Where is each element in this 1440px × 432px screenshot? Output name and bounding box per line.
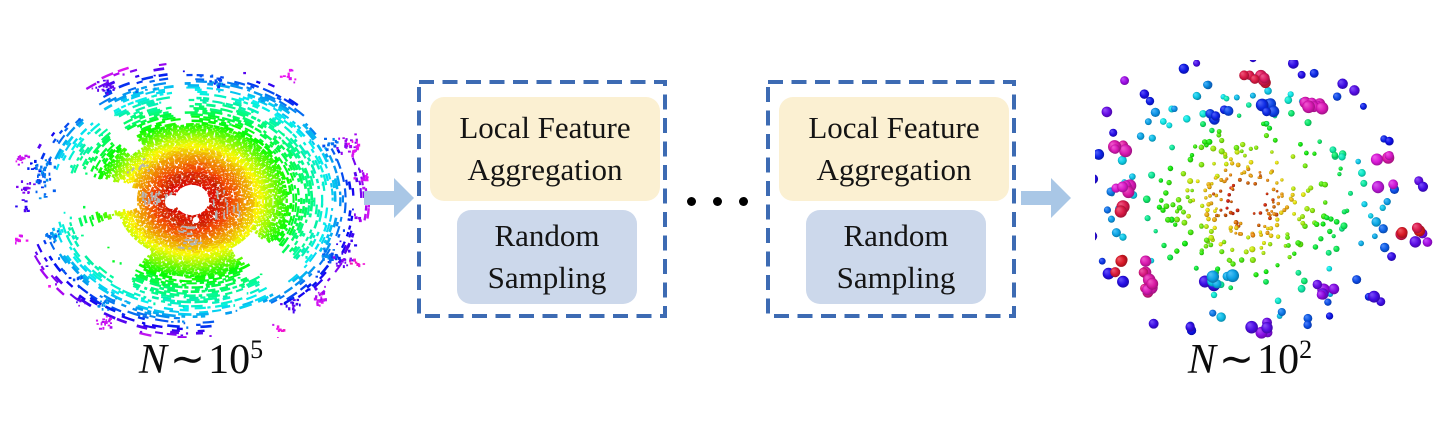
stage-dashed-border	[417, 80, 667, 318]
input-count-label: N∼105	[91, 334, 311, 384]
input-point-cloud	[15, 58, 370, 338]
stage-dashed-border	[766, 80, 1016, 318]
right-arrow-icon	[1021, 178, 1071, 218]
random-sampling-block: Random Sampling	[457, 210, 637, 304]
ellipsis-dot	[713, 197, 722, 206]
n-symbol: N	[1187, 337, 1216, 383]
right-arrow-icon	[364, 178, 414, 218]
n-symbol: N	[138, 337, 167, 383]
flow-arrow-2	[1021, 178, 1071, 218]
local-feature-aggregation-block: Local Feature Aggregation	[430, 97, 660, 201]
block-label-line: Random	[494, 217, 600, 253]
block-label-line: Sampling	[836, 260, 956, 295]
base-number: 10	[208, 337, 251, 383]
base-number: 10	[1257, 337, 1300, 383]
ellipsis-dot	[687, 197, 696, 206]
output-point-cloud	[1095, 60, 1435, 345]
ellipsis-dot	[739, 197, 748, 206]
tilde-symbol: ∼	[1218, 337, 1255, 383]
stage-ellipsis	[687, 197, 748, 206]
output-count-label: N∼102	[1140, 334, 1360, 384]
block-label-line: Local Feature	[808, 109, 980, 145]
block-label-line: Sampling	[487, 260, 607, 295]
block-label-line: Aggregation	[467, 152, 623, 187]
tilde-symbol: ∼	[169, 337, 206, 383]
random-sampling-block: Random Sampling	[806, 210, 986, 304]
block-label-line: Random	[843, 217, 949, 253]
block-label-line: Local Feature	[459, 109, 631, 145]
flow-arrow-1	[364, 178, 414, 218]
local-feature-aggregation-block: Local Feature Aggregation	[779, 97, 1009, 201]
exponent: 5	[250, 335, 264, 364]
encoder-stage-1: Local Feature Aggregation Random Samplin…	[417, 80, 667, 318]
encoder-stage-2: Local Feature Aggregation Random Samplin…	[766, 80, 1016, 318]
block-label-line: Aggregation	[816, 152, 972, 187]
exponent: 2	[1299, 335, 1313, 364]
